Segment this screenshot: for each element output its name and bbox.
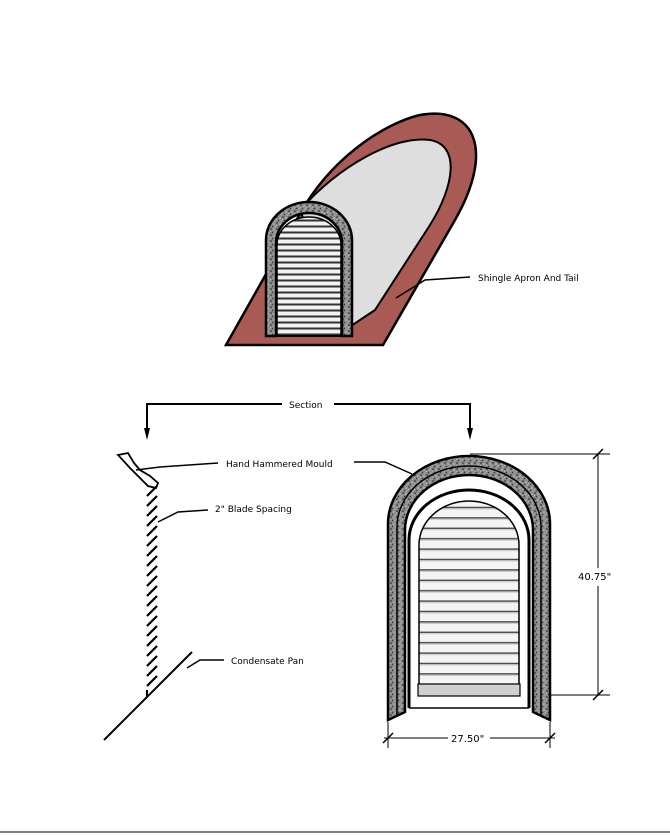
shingle-apron-label: Shingle Apron And Tail [478,274,579,284]
isometric-view [223,112,478,347]
mould-leader-line [135,462,219,471]
width-dimension-label: 27.50" [451,734,484,745]
front-mould-leader-line [354,461,413,475]
blade-spacing-leader-line [157,509,209,523]
front-condensate-pan [417,683,521,697]
section-label: Section [289,401,322,411]
front-frame-shape [386,454,552,722]
front-mould-shape [264,200,354,338]
width-dimension [382,722,556,748]
height-dimension [470,448,610,701]
hand-hammered-mould-label: Hand Hammered Mould [226,460,333,470]
condensate-pan-leader-line [186,659,224,669]
section-bracket [144,403,473,440]
condensate-pan-label: Condensate Pan [231,657,304,667]
blade-marks [146,485,158,687]
front-frame-inner-rim [396,465,542,716]
apron-leader-line [395,276,471,299]
height-dimension-label: 40.75" [578,572,611,583]
front-elevation [386,454,552,722]
front-louver-blades [418,500,520,696]
front-louver-opening [276,216,342,337]
blade-spacing-label: 2" Blade Spacing [215,505,292,515]
side-section-profile [103,451,193,741]
